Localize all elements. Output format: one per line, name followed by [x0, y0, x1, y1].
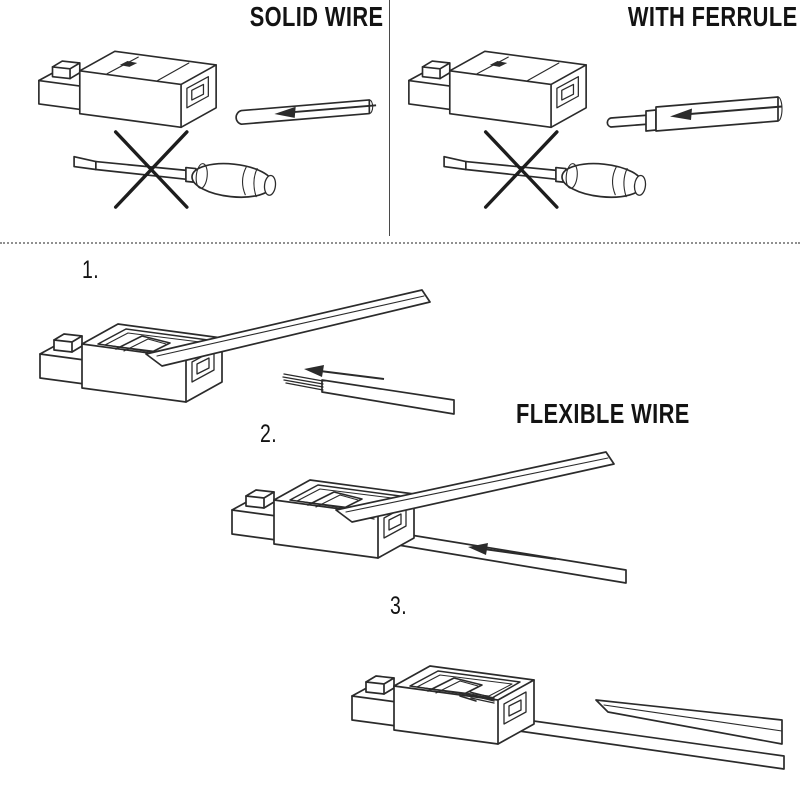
screwdriver-blade-icon	[595, 699, 783, 745]
cross-out-x-icon	[113, 130, 189, 209]
section-title-flexible-wire: FLEXIBLE WIRE	[516, 398, 739, 430]
insert-arrow-icon	[670, 105, 783, 120]
dotted-separator	[0, 242, 800, 244]
open-connector-icon	[231, 479, 415, 559]
screwdriver-icon	[443, 155, 647, 199]
step-1-illustration	[39, 289, 455, 415]
solid-wire-icon	[235, 99, 377, 125]
flexible-wire-icon	[282, 373, 455, 415]
section-title-with-ferrule: WITH FERRULE	[580, 1, 798, 33]
bare-strands-icon	[469, 691, 495, 704]
screwdriver-icon	[73, 155, 277, 199]
open-connector-icon	[39, 323, 223, 403]
step-2-illustration	[231, 451, 627, 584]
vertical-divider	[389, 0, 390, 236]
step-3-illustration	[351, 665, 785, 770]
step-1-number: 1.	[82, 256, 100, 284]
crossed-screwdriver-icon	[73, 130, 277, 209]
section-title-text: FLEXIBLE WIRE	[516, 398, 690, 429]
insert-arrow-icon	[304, 365, 385, 380]
open-connector-icon	[351, 665, 535, 745]
cross-out-x-icon	[483, 130, 559, 209]
step-2-number: 2.	[260, 420, 278, 448]
insert-arrow-icon	[468, 543, 557, 560]
push-in-connector-icon	[38, 50, 217, 129]
crossed-screwdriver-icon	[443, 130, 647, 209]
screwdriver-blade-icon	[335, 451, 615, 523]
ferrule-wire-body	[606, 96, 783, 132]
section-title-text: WITH FERRULE	[628, 1, 798, 32]
push-in-connector-icon	[408, 50, 587, 129]
ferrule-wire-icon	[606, 96, 783, 132]
screwdriver-blade-icon	[145, 289, 431, 367]
section-title-solid-wire: SOLID WIRE	[212, 1, 383, 33]
section-title-text: SOLID WIRE	[249, 1, 383, 32]
flexible-wire-icon	[391, 531, 627, 584]
step-3-number: 3.	[390, 592, 408, 620]
insert-arrow-icon	[274, 104, 377, 118]
